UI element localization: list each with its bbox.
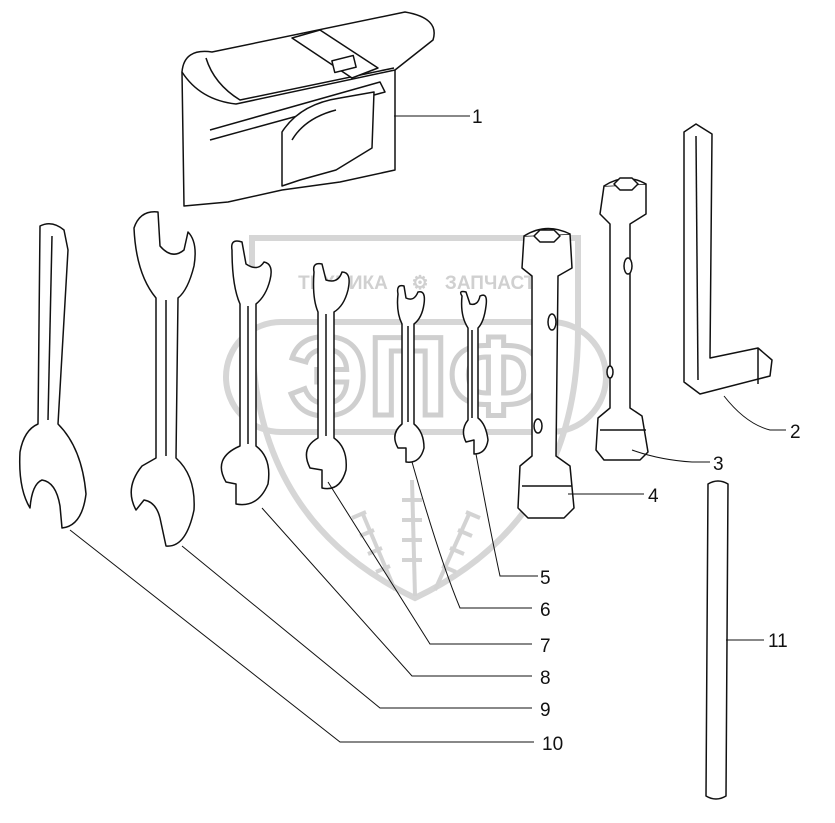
tommy-bar bbox=[705, 480, 729, 800]
callout-2: 2 bbox=[790, 422, 801, 443]
callout-11: 11 bbox=[768, 631, 788, 652]
double-open-end-wrench-xl bbox=[130, 211, 196, 547]
callout-10: 10 bbox=[542, 734, 563, 755]
callout-6: 6 bbox=[540, 600, 551, 621]
double-open-end-wrench-small bbox=[394, 284, 426, 463]
hex-key bbox=[683, 123, 773, 395]
double-open-end-wrench-medium bbox=[305, 262, 350, 490]
tube-socket-wrench-large bbox=[595, 177, 649, 461]
watermark-gear-icon: ⚙ bbox=[411, 273, 428, 294]
callout-9: 9 bbox=[540, 700, 551, 721]
callout-5: 5 bbox=[540, 568, 551, 589]
callout-labels: 1 2 3 4 5 6 7 8 9 10 11 bbox=[472, 107, 801, 755]
callout-7: 7 bbox=[540, 636, 551, 657]
callout-4: 4 bbox=[648, 486, 659, 507]
single-open-end-wrench bbox=[18, 223, 87, 529]
double-open-end-wrench-large bbox=[220, 240, 272, 506]
double-open-end-wrench-smallest bbox=[459, 290, 489, 455]
leader-lines bbox=[69, 115, 786, 743]
callout-3: 3 bbox=[713, 454, 724, 475]
watermark-wheat-icon bbox=[351, 479, 481, 597]
tool-bag bbox=[181, 11, 435, 207]
callout-8: 8 bbox=[540, 668, 551, 689]
callout-1: 1 bbox=[472, 107, 483, 128]
tube-socket-wrench-small bbox=[517, 227, 575, 519]
watermark-word-right: ЗАПЧАСТИ bbox=[445, 273, 549, 294]
